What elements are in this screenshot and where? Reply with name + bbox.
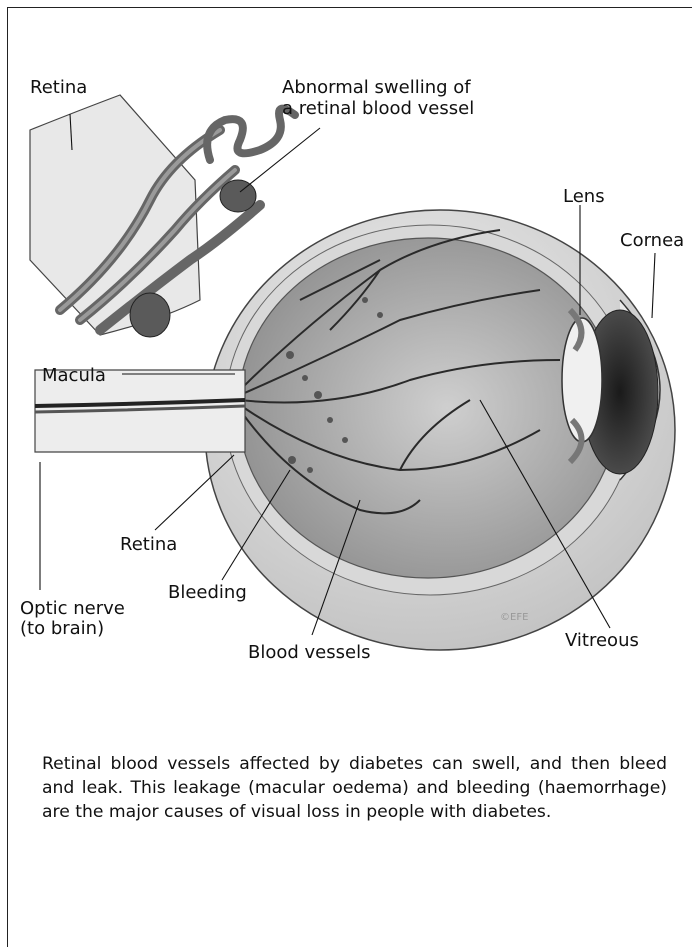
- vessel-swelling: [220, 180, 256, 212]
- label-macula: Macula: [42, 365, 106, 386]
- label-retina-bottom: Retina: [120, 534, 177, 555]
- figure-caption: Retinal blood vessels affected by diabet…: [42, 752, 667, 824]
- label-blood-vessels: Blood vessels: [248, 642, 370, 663]
- vitreous-chamber: [238, 238, 618, 578]
- label-cornea: Cornea: [620, 230, 684, 251]
- label-optic-nerve-line2: (to brain): [20, 618, 104, 639]
- vessel-swelling-2: [130, 293, 170, 337]
- label-optic-nerve-line1: Optic nerve: [20, 598, 125, 619]
- label-swelling-line1: Abnormal swelling of: [282, 77, 471, 98]
- label-bleeding: Bleeding: [168, 582, 247, 603]
- label-vitreous: Vitreous: [565, 630, 639, 651]
- label-swelling-line2: a retinal blood vessel: [282, 98, 474, 119]
- label-lens: Lens: [563, 186, 605, 207]
- artist-mark: ©EFE: [500, 612, 528, 623]
- retina-slab: [30, 95, 200, 335]
- label-retina-top: Retina: [30, 77, 87, 98]
